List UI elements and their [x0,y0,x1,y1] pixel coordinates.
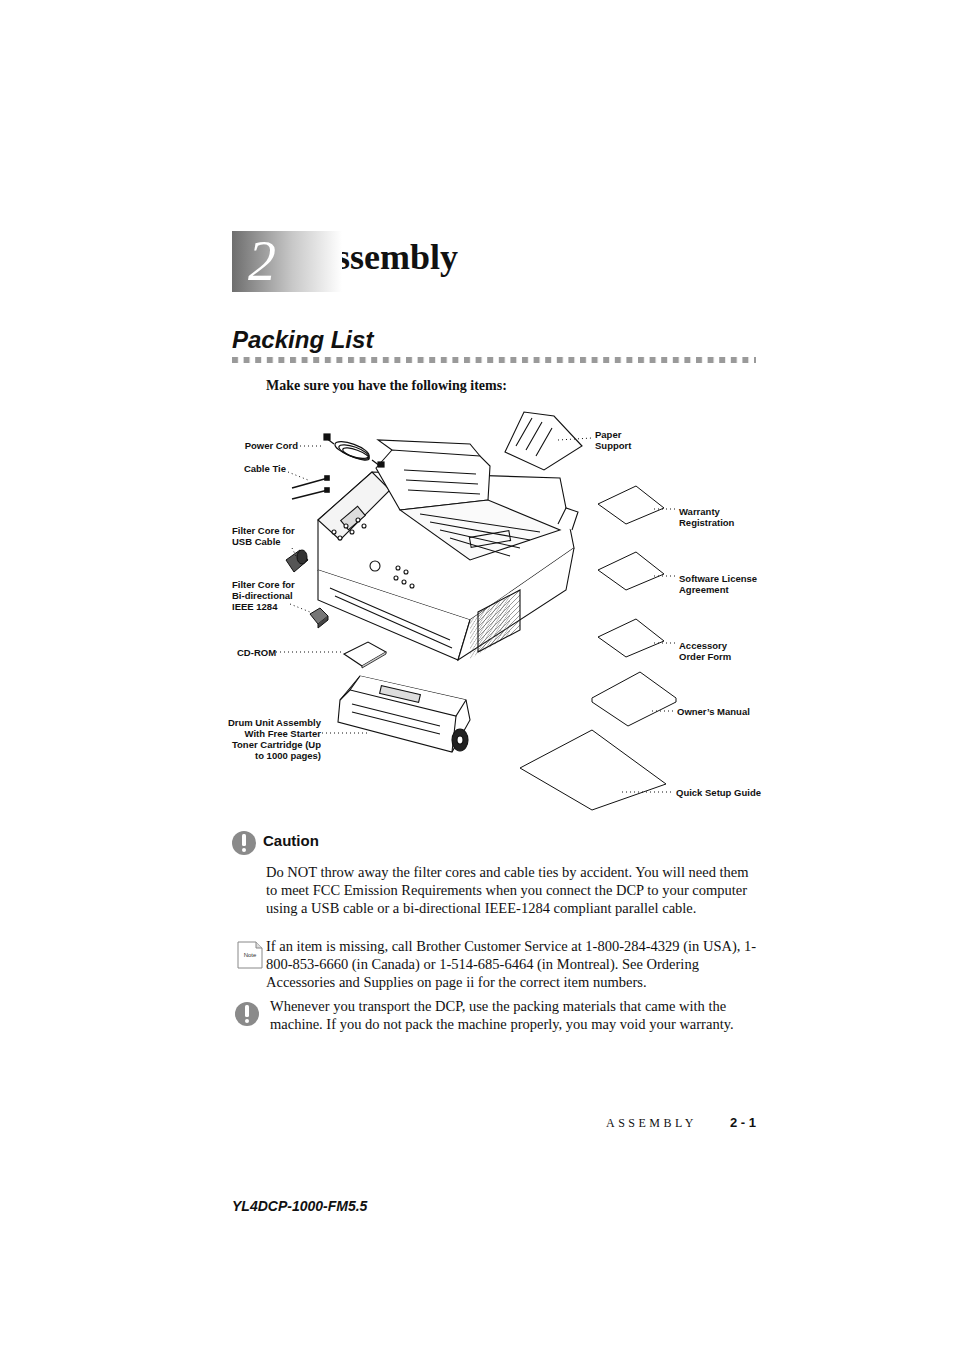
callout-label: Software License Agreement [679,573,759,595]
callout-label: Warranty Registration [679,506,741,528]
document-drawing [520,486,676,810]
leader-line [276,438,676,792]
document-code: YL4DCP-1000-FM5.5 [232,1198,367,1214]
callout-label: Cable Tie [244,463,286,474]
node-text: Note [238,948,262,962]
callout-label: CD-ROM [237,647,276,658]
callout-label: Accessory Order Form [679,640,755,662]
machine-drawing [318,440,578,660]
intro-text: Make sure you have the following items: [266,378,507,394]
drum-unit-drawing [338,676,470,752]
cd-rom-drawing [344,642,386,666]
note-text: If an item is missing, call Brother Cust… [266,937,758,991]
callout-label: Quick Setup Guide [676,787,761,798]
note-icon [238,942,262,968]
chapter-number-box: 2 [232,231,342,292]
callout-label: Paper Support [595,429,635,451]
callout-label: Owner’s Manual [677,706,750,717]
caution-icon [232,831,259,1026]
running-footer: ASSEMBLY [606,1116,697,1131]
caution-heading: Caution [263,832,319,849]
note-icon-label: Note [238,948,262,962]
paper-support-drawing [505,412,582,470]
callout-label: Filter Core for Bi-directional IEEE 1284 [232,579,308,612]
page-number: 2 - 1 [730,1115,756,1130]
dotted-rule [232,357,756,363]
callout-label: Drum Unit Assembly With Free Starter Ton… [225,717,321,761]
section-heading: Packing List [232,326,373,354]
caution-text: Whenever you transport the DCP, use the … [270,997,758,1033]
node-text: 2 [248,231,342,292]
cable-tie-drawing [292,476,329,499]
callout-label: Power Cord [245,440,298,451]
power-cord-drawing [324,434,384,467]
callout-label: Filter Core for USB Cable [232,525,298,547]
caution-text: Do NOT throw away the filter cores and c… [266,863,758,917]
